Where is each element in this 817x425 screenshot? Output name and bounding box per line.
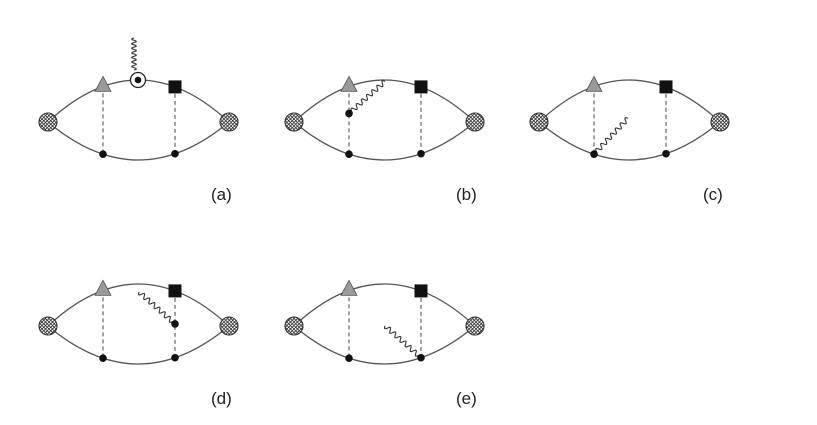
lower-propagator [293, 121, 476, 161]
diagram-label-a: (a) [211, 185, 232, 204]
diagram-label-e: (e) [456, 389, 477, 408]
photon-line [348, 80, 386, 115]
lower-right-vertex-dot [171, 149, 179, 158]
diagram-label-d: (d) [211, 389, 232, 408]
right-hatched-circle-icon [465, 112, 485, 132]
left-hatched-circle-icon [38, 112, 58, 132]
photon-line [383, 325, 423, 358]
lower-left-vertex-dot [345, 150, 353, 159]
black-square-icon [414, 284, 428, 298]
lower-right-vertex-dot [171, 353, 179, 362]
black-square-icon [659, 80, 673, 94]
left-hatched-circle-icon [284, 112, 304, 132]
diagram-b [284, 75, 485, 161]
black-square-icon [168, 80, 182, 94]
left-hatched-circle-icon [284, 316, 304, 336]
upper-propagator [47, 283, 230, 327]
gray-triangle-icon [94, 75, 112, 92]
black-square-icon [414, 80, 428, 94]
photon-vertex-dot [134, 76, 142, 84]
right-hatched-circle-icon [219, 112, 239, 132]
gray-triangle-icon [340, 75, 358, 92]
gray-triangle-icon [340, 279, 358, 296]
left-hatched-circle-icon [529, 112, 549, 132]
diagram-e [284, 279, 485, 365]
diagram-d [38, 279, 239, 365]
upper-propagator [293, 79, 476, 123]
lower-propagator [293, 325, 476, 365]
left-hatched-circle-icon [38, 316, 58, 336]
photon-vertex-dot [171, 320, 179, 328]
upper-propagator [293, 283, 476, 327]
diagram-label-b: (b) [456, 185, 477, 204]
diagram-a [38, 37, 239, 161]
black-square-icon [168, 284, 182, 298]
lower-propagator [538, 121, 721, 161]
lower-left-vertex-dot [345, 354, 353, 363]
lower-left-vertex-dot [99, 150, 107, 159]
lower-right-vertex-dot [417, 149, 425, 158]
lower-left-vertex-dot [99, 354, 107, 363]
diagram-label-c: (c) [703, 185, 723, 204]
photon-line [137, 291, 177, 325]
lower-left-vertex-dot [590, 150, 598, 159]
photon-vertex-dot [345, 109, 353, 118]
photon-line [593, 117, 629, 156]
right-hatched-circle-icon [465, 316, 485, 336]
photon-line [131, 37, 137, 71]
right-hatched-circle-icon [710, 112, 730, 132]
right-hatched-circle-icon [219, 316, 239, 336]
lower-propagator [47, 121, 230, 161]
lower-right-vertex-dot [417, 353, 425, 362]
lower-right-vertex-dot [662, 149, 670, 158]
diagram-c [529, 75, 730, 161]
upper-propagator [538, 79, 721, 123]
lower-propagator [47, 325, 230, 365]
gray-triangle-icon [94, 279, 112, 296]
gray-triangle-icon [585, 75, 603, 92]
